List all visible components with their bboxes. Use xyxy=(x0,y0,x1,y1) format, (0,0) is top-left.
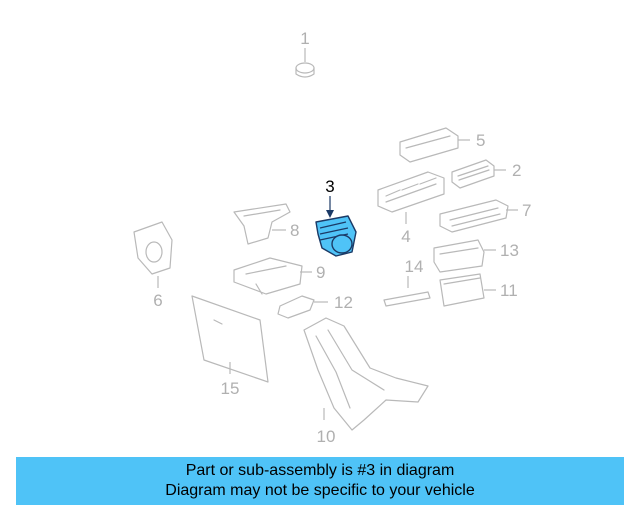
part-1[interactable] xyxy=(295,48,315,78)
part-12[interactable] xyxy=(277,295,328,319)
part-2[interactable] xyxy=(451,159,506,189)
info-banner: Part or sub-assembly is #3 in diagram Di… xyxy=(16,457,624,505)
label-3: 3 xyxy=(325,177,334,196)
label-10: 10 xyxy=(317,427,336,446)
label-11: 11 xyxy=(500,281,518,300)
label-8: 8 xyxy=(290,221,299,240)
label-9: 9 xyxy=(316,263,325,282)
label-2: 2 xyxy=(512,161,521,180)
part-15[interactable] xyxy=(191,295,269,383)
part-9[interactable] xyxy=(233,257,312,295)
label-13: 13 xyxy=(500,241,519,260)
part-3[interactable] xyxy=(315,196,357,257)
part-8[interactable] xyxy=(233,203,291,245)
label-14: 14 xyxy=(405,257,424,276)
label-5: 5 xyxy=(476,131,485,150)
banner-line-2: Diagram may not be specific to your vehi… xyxy=(165,482,475,499)
part-5[interactable] xyxy=(399,127,470,163)
label-7: 7 xyxy=(522,201,531,220)
part-10[interactable] xyxy=(303,317,429,431)
part-7[interactable] xyxy=(439,199,518,233)
label-15: 15 xyxy=(221,379,240,398)
label-1: 1 xyxy=(300,29,309,48)
part-4[interactable] xyxy=(377,171,445,224)
part-11[interactable] xyxy=(439,273,496,307)
part-14[interactable] xyxy=(383,276,431,307)
part-13[interactable] xyxy=(433,239,496,273)
label-4: 4 xyxy=(401,227,410,246)
part-6[interactable] xyxy=(133,221,173,288)
label-12: 12 xyxy=(334,293,353,312)
banner-line-1: Part or sub-assembly is #3 in diagram xyxy=(185,462,455,479)
label-6: 6 xyxy=(153,291,162,310)
